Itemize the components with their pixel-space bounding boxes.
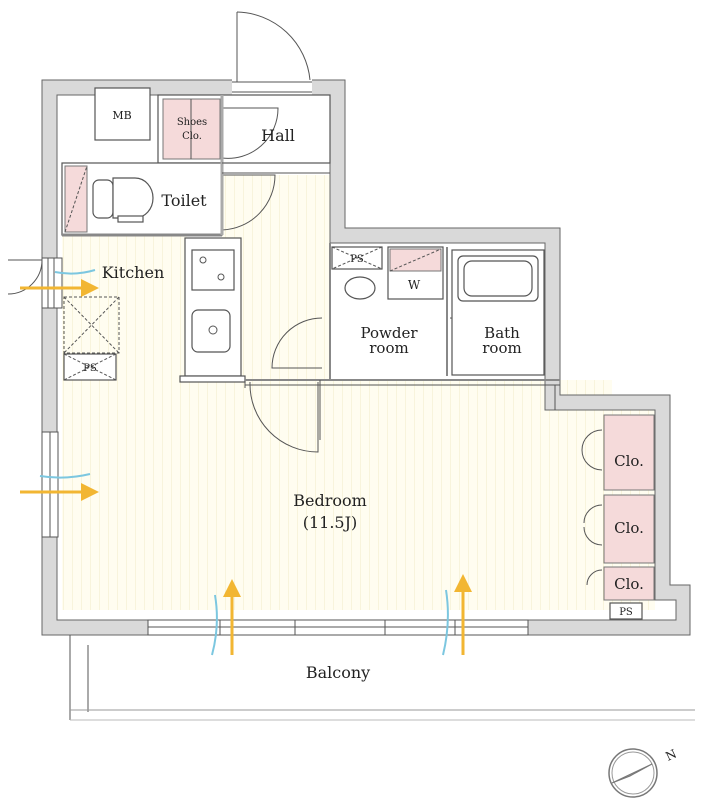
bath-room-label-2: room bbox=[482, 339, 521, 357]
toilet-fixture bbox=[92, 177, 154, 223]
balcony bbox=[69, 635, 695, 721]
closet-doors[interactable] bbox=[581, 429, 603, 586]
shoes-closet-label: Shoes bbox=[177, 117, 207, 128]
kitchen-window[interactable] bbox=[41, 257, 63, 309]
powder-room-door[interactable] bbox=[271, 317, 323, 369]
powder-room-label-2: room bbox=[369, 339, 408, 357]
bedroom-floor bbox=[62, 380, 612, 610]
toilet-door[interactable] bbox=[221, 174, 276, 231]
bath-room-label: Bath bbox=[484, 324, 520, 342]
toilet-label: Toilet bbox=[161, 191, 207, 210]
kitchen-side-door[interactable] bbox=[7, 259, 43, 295]
closet-3 bbox=[603, 566, 655, 601]
bedroom-ps-label: PS bbox=[619, 607, 633, 618]
kitchen-ps bbox=[63, 353, 117, 381]
closet-2 bbox=[603, 494, 655, 564]
powder-ps-label: PS bbox=[350, 254, 364, 265]
powder-room-label: Powder bbox=[360, 324, 418, 342]
refrigerator-space bbox=[63, 296, 120, 354]
bedroom-side-window[interactable] bbox=[41, 431, 59, 538]
mb-label: MB bbox=[112, 109, 131, 122]
exterior-wall bbox=[41, 79, 691, 636]
washbasin bbox=[344, 276, 376, 300]
shoes-closet-label-2: Clo. bbox=[182, 131, 202, 142]
airflow-arrows bbox=[20, 269, 472, 656]
closet-1 bbox=[603, 414, 655, 491]
kitchen-counter bbox=[184, 237, 242, 377]
washer-label: W bbox=[408, 278, 421, 292]
compass-icon: N bbox=[608, 747, 679, 798]
hall-label: Hall bbox=[261, 126, 295, 145]
closet-2-label: Clo. bbox=[614, 519, 644, 537]
closet-1-label: Clo. bbox=[614, 452, 644, 470]
shoes-closet-door[interactable] bbox=[221, 107, 279, 159]
balcony-label: Balcony bbox=[306, 663, 370, 682]
meter-box bbox=[94, 87, 151, 141]
compass-north-label: N bbox=[663, 747, 678, 764]
closet-3-label: Clo. bbox=[614, 575, 644, 593]
bedroom-label: Bedroom bbox=[293, 491, 367, 510]
entrance-door[interactable] bbox=[232, 11, 312, 93]
bedroom-door[interactable] bbox=[249, 381, 319, 453]
kitchen-label: Kitchen bbox=[102, 263, 165, 282]
balcony-window[interactable] bbox=[147, 619, 529, 636]
bedroom-ps bbox=[609, 602, 643, 620]
kitchen-ps-label: PS bbox=[83, 363, 97, 374]
bedroom-size-label: (11.5J) bbox=[303, 513, 358, 532]
